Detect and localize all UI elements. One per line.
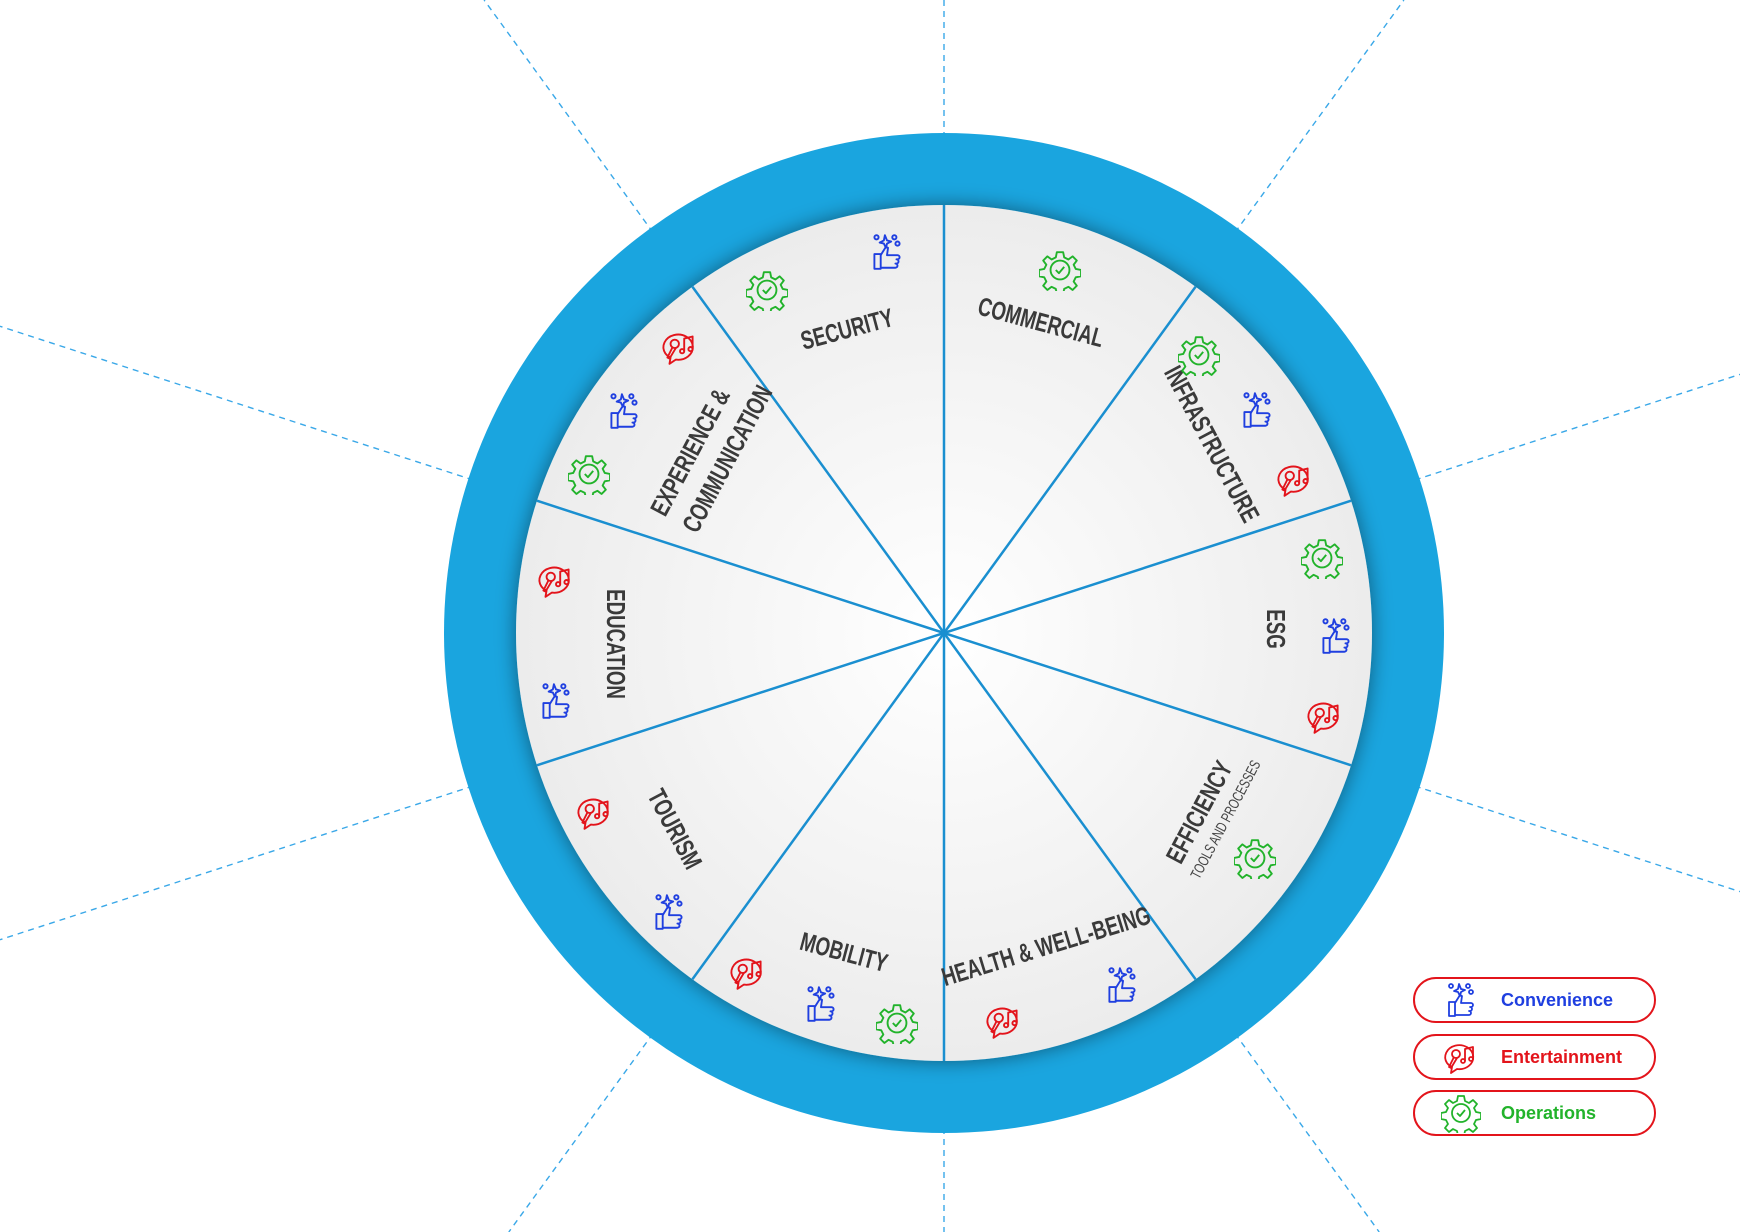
guide-line xyxy=(943,0,1405,634)
legend-item-operations: Operations xyxy=(1413,1090,1656,1136)
segment-esg: ESG xyxy=(1261,609,1291,649)
segment-label: EDUCATION xyxy=(601,589,631,699)
segment-divider xyxy=(536,631,945,767)
legend-item-convenience: Convenience xyxy=(1413,977,1656,1023)
legend-label: Convenience xyxy=(1501,989,1614,1010)
segment-divider xyxy=(691,286,946,634)
legend-label: Entertainment xyxy=(1501,1046,1623,1067)
legend-label: Operations xyxy=(1501,1102,1597,1123)
segment-divider xyxy=(536,499,945,635)
thumbs-up-icon xyxy=(1441,980,1481,1020)
legend-item-entertainment: Entertainment xyxy=(1413,1034,1656,1080)
guide-line xyxy=(483,0,945,634)
segment-divider xyxy=(942,286,1197,634)
gear-check-icon xyxy=(1441,1093,1481,1133)
microphone-music-icon xyxy=(1441,1037,1481,1077)
segment-divider xyxy=(943,631,1352,767)
segment-divider xyxy=(942,632,1197,980)
segment-education: EDUCATION xyxy=(601,589,631,699)
segment-divider xyxy=(943,499,1352,635)
segment-label: ESG xyxy=(1261,609,1291,649)
segment-divider xyxy=(691,632,946,980)
segment-dividers xyxy=(536,205,1352,1061)
